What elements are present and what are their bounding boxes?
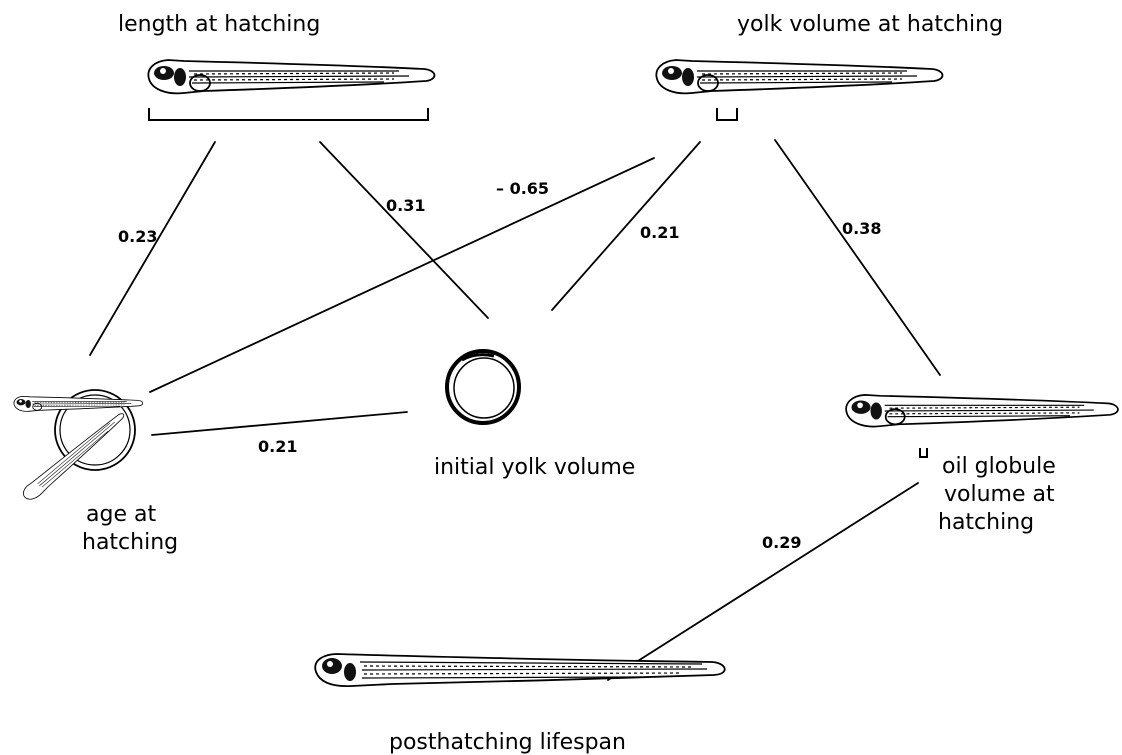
- larva-icon: [147, 59, 436, 95]
- edge-age-initialyolk: [151, 411, 408, 436]
- edge-length-initialyolk: [319, 141, 489, 319]
- node-label-line-2: volume at: [944, 482, 1055, 507]
- node-yolk-volume-at-hatching: yolk volume at hatching: [655, 12, 1003, 121]
- edge-yolk-age: [149, 157, 655, 393]
- edge-group: [89, 139, 941, 681]
- hatching-egg-icon: [13, 389, 144, 500]
- starved-larva-icon: [314, 653, 726, 688]
- edge-yolk-initialyolk: [551, 141, 701, 311]
- edge-coefficient-yolk-age: – 0.65: [496, 179, 549, 198]
- node-label: length at hatching: [118, 12, 320, 37]
- node-label-line-2: hatching: [82, 530, 178, 555]
- larva-icon: [655, 59, 944, 95]
- node-label: yolk volume at hatching: [737, 12, 1003, 37]
- node-initial-yolk-volume: initial yolk volume: [434, 349, 635, 480]
- egg-icon: [445, 349, 521, 425]
- edge-coefficient-length-age: 0.23: [118, 227, 157, 246]
- node-length-at-hatching: length at hatching: [118, 12, 436, 121]
- coefficient-group: 0.23 0.31 – 0.65 0.21 0.38 0.21 0.29: [118, 179, 881, 552]
- edge-oil-lifespan: [607, 482, 919, 681]
- edge-length-age: [89, 141, 216, 356]
- larva-icon: [845, 393, 1119, 428]
- node-label-line-1: age at: [86, 502, 156, 527]
- node-oil-globule-volume-at-hatching: oil globule volume at hatching: [845, 393, 1119, 535]
- node-age-at-hatching: age at hatching: [13, 389, 178, 555]
- edge-coefficient-yolk-oil: 0.38: [842, 219, 881, 238]
- node-label-line-1: oil globule: [942, 454, 1056, 479]
- yolk-bracket-icon: [716, 108, 738, 121]
- node-label: posthatching lifespan: [389, 730, 626, 755]
- oil-bracket-icon: [919, 448, 928, 458]
- edge-yolk-oil: [774, 139, 941, 376]
- edge-coefficient-oil-lifespan: 0.29: [762, 533, 801, 552]
- edge-coefficient-length-initialyolk: 0.31: [386, 196, 425, 215]
- length-bracket-icon: [148, 108, 429, 121]
- node-posthatching-lifespan: posthatching lifespan: [314, 653, 726, 755]
- node-label: initial yolk volume: [434, 455, 635, 480]
- edge-coefficient-yolk-initialyolk: 0.21: [640, 223, 679, 242]
- edge-coefficient-age-initialyolk: 0.21: [258, 437, 297, 456]
- node-label-line-3: hatching: [938, 510, 1034, 535]
